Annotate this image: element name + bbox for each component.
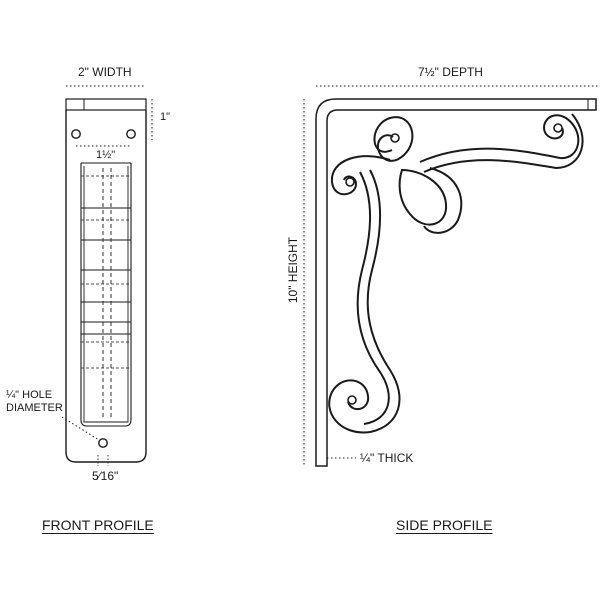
depth-label: 7½" DEPTH (418, 65, 483, 79)
scroll-teardrop (398, 168, 448, 226)
thickness-label: ¼" THICK (360, 451, 414, 465)
scroll-left-curl (330, 155, 391, 196)
front-body-outline (65, 110, 147, 463)
hole-label-line2: DIAMETER (6, 402, 63, 414)
mounting-hole-bottom (98, 438, 108, 448)
mounting-hole-right (126, 129, 136, 139)
scroll-upper-right (419, 114, 580, 163)
side-profile-title: SIDE PROFILE (396, 517, 493, 533)
hole-spacing-label: 1½" (96, 149, 116, 161)
mounting-hole-left (71, 129, 81, 139)
side-profile-drawing (303, 85, 598, 467)
scroll-bottom-curl (328, 379, 371, 434)
scroll-upper-left (373, 116, 414, 162)
top-offset-label: 1" (160, 111, 171, 123)
height-label: 10" HEIGHT (286, 236, 300, 304)
front-top-plate (65, 98, 147, 111)
front-profile-title: FRONT PROFILE (42, 517, 154, 533)
scroll-spine (366, 169, 401, 433)
front-profile-drawing (61, 85, 153, 466)
bracket-l-frame (315, 98, 597, 467)
bottom-hole-offset-label: 5⁄16" (92, 469, 119, 483)
hole-diameter-leader (61, 416, 100, 441)
hole-label-line1: ¼" HOLE (6, 389, 53, 401)
width-label: 2" WIDTH (78, 65, 132, 79)
